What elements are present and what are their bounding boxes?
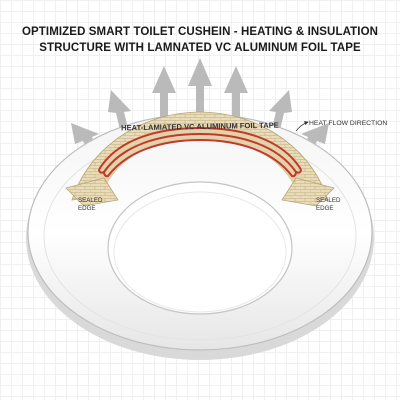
sealed-edge-left bbox=[65, 177, 119, 207]
sealed-edge-right-label-2: EDGE bbox=[316, 205, 334, 212]
sealed-edge-right-label-1: SEALED bbox=[316, 197, 341, 204]
heat-flow-pointer bbox=[295, 121, 309, 132]
sealed-edge-left-label-1: SEALED bbox=[78, 197, 103, 204]
sealed-edge-right bbox=[281, 177, 335, 207]
heat-flow-arrow-icon bbox=[224, 66, 248, 130]
foil-tape-label: HEAT-LAMIATED VC ALUMINUM FOIL TAPE bbox=[121, 121, 279, 133]
heat-flow-arrow-icon bbox=[152, 66, 176, 130]
heating-wire bbox=[98, 126, 302, 178]
cushion-inner-hole bbox=[107, 181, 293, 315]
heat-flow-arrow-icon bbox=[188, 58, 212, 126]
sealed-edge-left-label-2: EDGE bbox=[78, 205, 96, 212]
heat-flow-direction-label: HEAT FLOW DIRECTION bbox=[309, 120, 387, 127]
foil-band bbox=[71, 111, 329, 201]
title-line-1: OPTIMIZED SMART TOILET CUSHEIN - HEATING… bbox=[21, 26, 379, 38]
title-line-2: STRUCTURE WITH LAMNATED VC ALUMINUM FOIL… bbox=[39, 42, 361, 54]
